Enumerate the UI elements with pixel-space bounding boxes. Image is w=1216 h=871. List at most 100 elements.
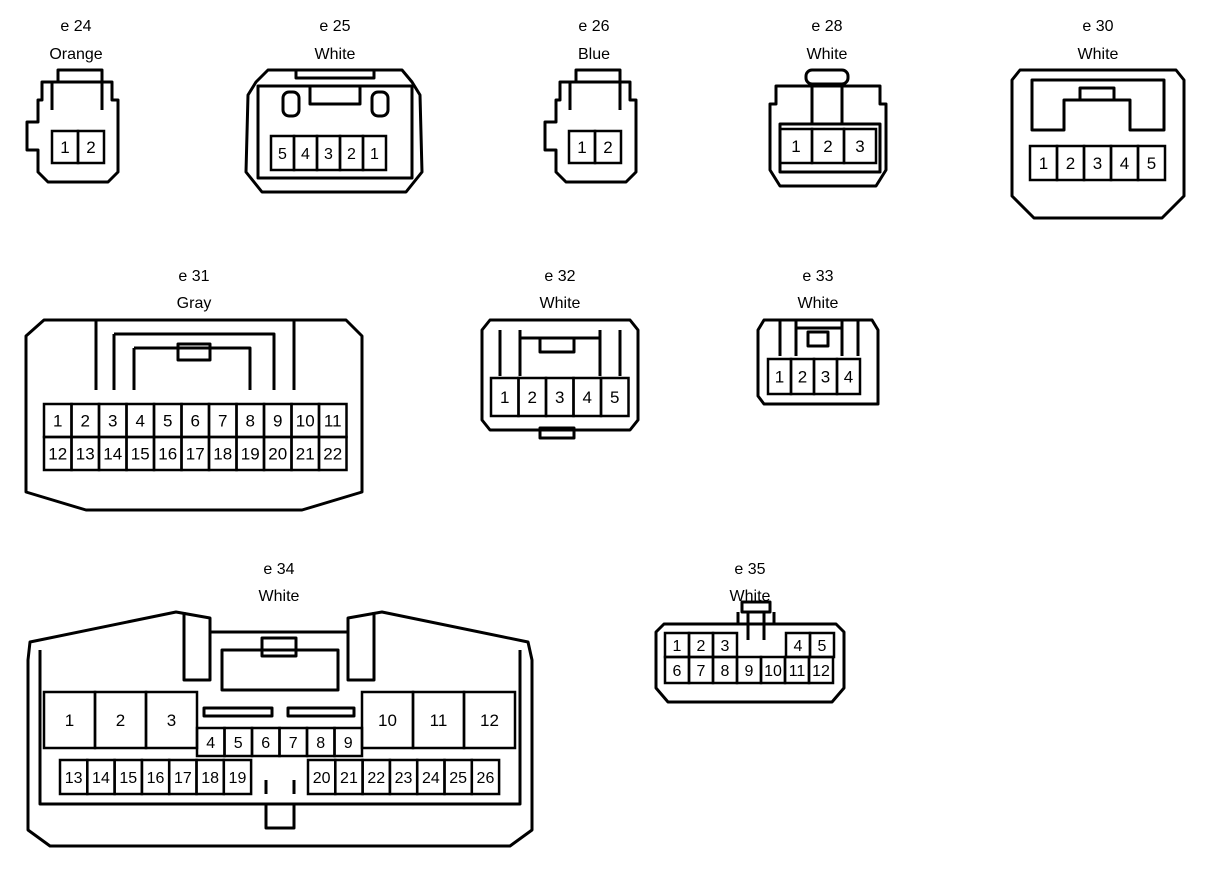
connector-e24-housing [25, 68, 120, 184]
pin-cell: 11 [317, 402, 348, 439]
pin-label: 3 [855, 137, 864, 156]
pin-label: 2 [798, 368, 807, 387]
connector-id-label: e 31 [178, 268, 210, 285]
pin-cell: 2 [517, 376, 548, 418]
pin-cell: 4 [292, 134, 319, 172]
connector-color-label: White [1077, 46, 1119, 63]
pin-label: 6 [261, 735, 270, 752]
pin-label: 1 [60, 138, 69, 157]
pin-label: 4 [583, 388, 592, 407]
pin-label: 5 [278, 146, 287, 163]
pin-cell: 1 [778, 127, 814, 165]
pin-cell: 1 [489, 376, 520, 418]
connector-color-label: White [806, 46, 848, 63]
pin-cell: 5 [152, 402, 183, 439]
pin-cell: 1 [1028, 144, 1059, 182]
pin-label: 3 [324, 146, 333, 163]
pin-cell: 1 [766, 357, 793, 396]
pin-label: 4 [301, 146, 310, 163]
pin-cell: 6 [180, 402, 211, 439]
pin-cell: 7 [207, 402, 238, 439]
pin-cell: 19 [222, 758, 253, 796]
pin-label: 14 [92, 770, 110, 787]
pin-label: 9 [273, 412, 282, 431]
pin-cell: 4 [572, 376, 603, 418]
pin-cell: 20 [306, 758, 337, 796]
connector-id-label: e 30 [1082, 18, 1114, 35]
pin-label: 13 [65, 770, 83, 787]
pin-cell: 12 [807, 655, 835, 685]
pin-label: 22 [367, 770, 385, 787]
pin-label: 7 [218, 412, 227, 431]
pin-label: 5 [818, 638, 827, 655]
pin-cell: 14 [97, 435, 128, 472]
pin-label: 12 [812, 663, 830, 680]
pin-cell: 26 [470, 758, 501, 796]
pin-cell: 16 [152, 435, 183, 472]
pin-cell: 7 [278, 726, 309, 758]
pin-label: 8 [316, 735, 325, 752]
pin-cell: 18 [207, 435, 238, 472]
pin-label: 11 [789, 663, 806, 680]
pin-cell: 1 [663, 631, 691, 659]
pin-cell: 21 [334, 758, 364, 796]
pin-label: 1 [673, 638, 682, 655]
pin-label: 3 [821, 368, 830, 387]
pin-label: 1 [500, 388, 509, 407]
pin-label: 4 [844, 368, 853, 387]
connector-id-label: e 25 [319, 18, 351, 35]
pin-label: 6 [191, 412, 200, 431]
pin-cell: 2 [593, 129, 623, 165]
pin-label: 21 [340, 770, 358, 787]
pin-cell: 3 [97, 402, 128, 439]
connector-color-label: Gray [176, 295, 212, 312]
connector-e25-housing [244, 68, 424, 194]
connector-color-label: White [539, 295, 581, 312]
pin-label: 1 [53, 412, 62, 431]
pin-label: 16 [158, 445, 177, 464]
pin-cell: 4 [784, 631, 812, 659]
pin-label: 2 [347, 146, 356, 163]
pin-label: 25 [449, 770, 467, 787]
pin-label: 2 [81, 412, 90, 431]
pin-label: 5 [1147, 154, 1156, 173]
pin-cell: 9 [262, 402, 293, 439]
pin-cell: 12 [462, 690, 517, 750]
pin-label: 1 [370, 146, 379, 163]
pin-cell: 22 [317, 435, 348, 472]
pin-cell: 1 [567, 129, 597, 165]
connector-id-label: e 28 [811, 18, 843, 35]
pin-label: 5 [234, 735, 243, 752]
pin-label: 13 [76, 445, 95, 464]
pin-label: 2 [116, 711, 125, 730]
pin-cell: 6 [663, 655, 691, 685]
pin-cell: 11 [411, 690, 466, 750]
pin-label: 1 [791, 137, 800, 156]
pin-cell: 3 [812, 357, 839, 396]
pin-cell: 13 [70, 435, 101, 472]
pin-label: 11 [430, 711, 448, 730]
pin-cell: 1 [50, 129, 80, 165]
pin-cell: 10 [360, 690, 415, 750]
pin-label: 4 [136, 412, 145, 431]
pin-label: 9 [745, 663, 754, 680]
pin-cell: 3 [711, 631, 739, 659]
pin-label: 3 [1093, 154, 1102, 173]
pin-label: 12 [48, 445, 67, 464]
pin-cell: 8 [711, 655, 739, 685]
connector-color-label: White [729, 588, 771, 605]
pin-cell: 7 [687, 655, 715, 685]
pin-label: 17 [174, 770, 192, 787]
pin-cell: 5 [599, 376, 630, 418]
pin-cell: 1 [42, 402, 73, 439]
pin-cell: 3 [144, 690, 199, 750]
pin-label: 2 [823, 137, 832, 156]
pin-cell: 5 [223, 726, 254, 758]
connector-id-label: e 35 [734, 561, 766, 578]
pin-cell: 2 [338, 134, 365, 172]
pin-label: 1 [1039, 154, 1048, 173]
pin-cell: 3 [842, 127, 878, 165]
pin-cell: 17 [180, 435, 211, 472]
connector-color-label: Orange [49, 46, 103, 63]
